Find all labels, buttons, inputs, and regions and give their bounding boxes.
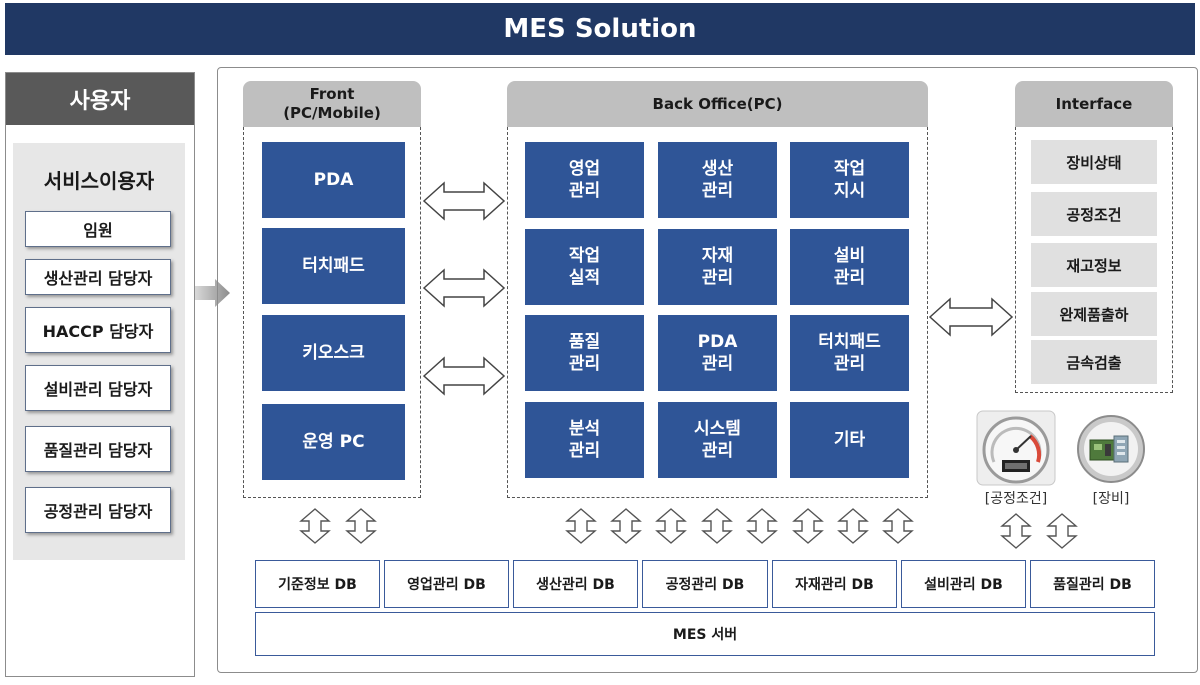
double-arrow-vertical-icon	[610, 508, 642, 544]
back-office-title: Back Office(PC)	[507, 81, 928, 127]
db-material: 자재관리 DB	[772, 560, 897, 608]
front-title-line2: (PC/Mobile)	[283, 104, 381, 122]
front-title-line1: Front	[309, 85, 355, 104]
double-arrow-vertical-icon	[1000, 513, 1032, 549]
double-arrow-vertical-icon	[882, 508, 914, 544]
front-kiosk: 키오스크	[262, 315, 405, 391]
db-process: 공정관리 DB	[642, 560, 768, 608]
mes-server: MES 서버	[255, 612, 1155, 656]
front-touchpad: 터치패드	[262, 228, 405, 304]
double-arrow-vertical-icon	[792, 508, 824, 544]
user-role-production-manager: 생산관리 담당자	[25, 259, 171, 295]
module-work-result: 작업 실적	[525, 229, 644, 305]
db-production: 생산관리 DB	[513, 560, 638, 608]
double-arrow-horizontal-icon	[422, 268, 506, 308]
module-sales: 영업 관리	[525, 142, 644, 218]
front-section-body	[243, 127, 421, 498]
interface-process-condition: 공정조건	[1031, 192, 1157, 236]
module-analysis: 분석 관리	[525, 402, 644, 478]
front-section: Front (PC/Mobile)	[243, 81, 421, 498]
db-equipment: 설비관리 DB	[901, 560, 1026, 608]
interface-product-shipment: 완제품출하	[1031, 292, 1157, 336]
db-master-data: 기준정보 DB	[255, 560, 380, 608]
db-quality: 품질관리 DB	[1030, 560, 1155, 608]
page-title: MES Solution	[5, 3, 1195, 55]
front-pda: PDA	[262, 142, 405, 218]
double-arrow-vertical-icon	[1046, 513, 1078, 549]
user-role-quality-manager: 품질관리 담당자	[25, 426, 171, 472]
module-equipment: 설비 관리	[790, 229, 909, 305]
module-material: 자재 관리	[658, 229, 777, 305]
double-arrow-vertical-icon	[655, 508, 687, 544]
double-arrow-vertical-icon	[299, 508, 331, 544]
module-pda: PDA 관리	[658, 315, 777, 391]
interface-body	[1015, 127, 1173, 393]
user-panel-header: 사용자	[6, 73, 194, 125]
equipment-icon	[1077, 415, 1145, 483]
double-arrow-horizontal-icon	[422, 356, 506, 396]
module-touchpad: 터치패드 관리	[790, 315, 909, 391]
interface-title: Interface	[1015, 81, 1173, 127]
user-role-process-manager: 공정관리 담당자	[25, 487, 171, 533]
user-role-equipment-manager: 설비관리 담당자	[25, 365, 171, 411]
interface-inventory: 재고정보	[1031, 243, 1157, 287]
gauge-icon	[976, 410, 1056, 486]
equipment-label: [장비]	[1092, 491, 1130, 507]
interface-section: Interface	[1015, 81, 1173, 393]
service-user-group-title: 서비스이용자	[43, 169, 155, 193]
db-sales: 영업관리 DB	[384, 560, 509, 608]
system-panel	[217, 67, 1198, 673]
double-arrow-vertical-icon	[746, 508, 778, 544]
double-arrow-vertical-icon	[345, 508, 377, 544]
user-role-executive: 임원	[25, 211, 171, 247]
module-work-order: 작업 지시	[790, 142, 909, 218]
module-production: 생산 관리	[658, 142, 777, 218]
user-panel: 사용자 서비스이용자 임원 생산관리 담당자 HACCP 담당자 설비관리 담당…	[5, 72, 195, 677]
gauge-label: [공정조건]	[984, 491, 1048, 507]
service-user-group: 서비스이용자 임원 생산관리 담당자 HACCP 담당자 설비관리 담당자 품질…	[13, 143, 185, 560]
module-system: 시스템 관리	[658, 402, 777, 478]
interface-equipment-status: 장비상태	[1031, 140, 1157, 184]
user-to-system-arrow-icon	[195, 279, 230, 307]
module-etc: 기타	[790, 402, 909, 478]
double-arrow-vertical-icon	[565, 508, 597, 544]
interface-metal-detection: 금속검출	[1031, 340, 1157, 384]
user-role-haccp-manager: HACCP 담당자	[25, 307, 171, 353]
double-arrow-horizontal-icon	[928, 297, 1014, 337]
module-quality: 품질 관리	[525, 315, 644, 391]
double-arrow-horizontal-icon	[422, 181, 506, 221]
back-office-body	[507, 127, 928, 498]
double-arrow-vertical-icon	[837, 508, 869, 544]
front-section-title: Front (PC/Mobile)	[243, 81, 421, 127]
double-arrow-vertical-icon	[701, 508, 733, 544]
back-office-section: Back Office(PC)	[507, 81, 928, 498]
front-operation-pc: 운영 PC	[262, 404, 405, 480]
